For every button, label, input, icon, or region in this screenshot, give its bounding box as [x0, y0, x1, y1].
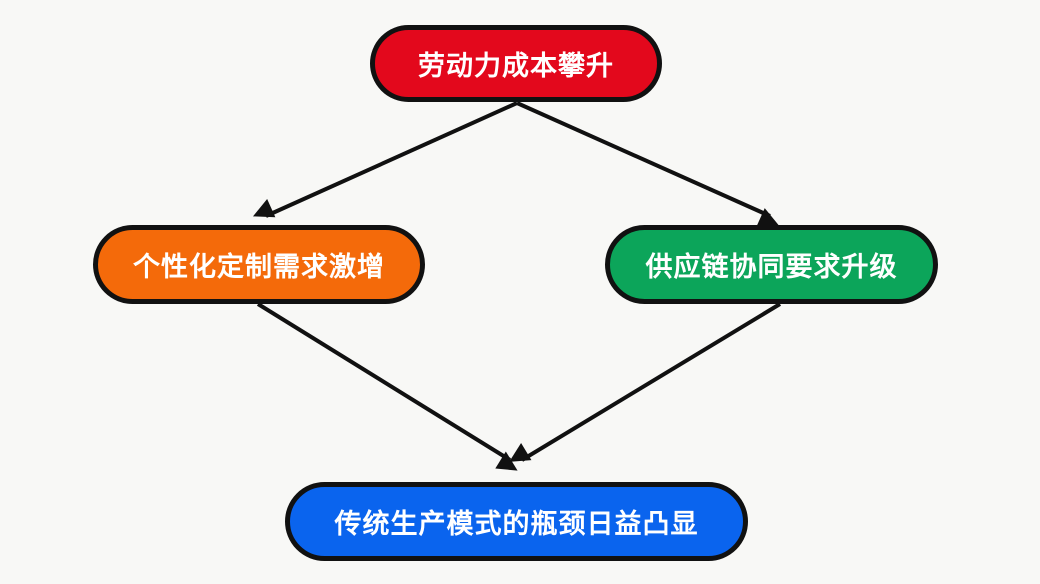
node-label: 传统生产模式的瓶颈日益凸显 [334, 509, 699, 540]
node-label: 个性化定制需求激增 [133, 252, 385, 283]
node-supply-chain-upgrade: 供应链协同要求升级 [605, 225, 938, 304]
arrow-left-to-bottom [256, 302, 518, 471]
node-customization-demand: 个性化定制需求激增 [93, 225, 425, 304]
node-label: 劳动力成本攀升 [418, 51, 614, 82]
arrow-top-to-right [516, 101, 779, 227]
arrow-right-to-bottom [509, 302, 782, 462]
node-labor-cost-rise: 劳动力成本攀升 [370, 25, 662, 102]
node-traditional-bottleneck: 传统生产模式的瓶颈日益凸显 [285, 482, 748, 561]
arrow-top-to-left [253, 101, 518, 218]
node-label: 供应链协同要求升级 [645, 252, 898, 283]
